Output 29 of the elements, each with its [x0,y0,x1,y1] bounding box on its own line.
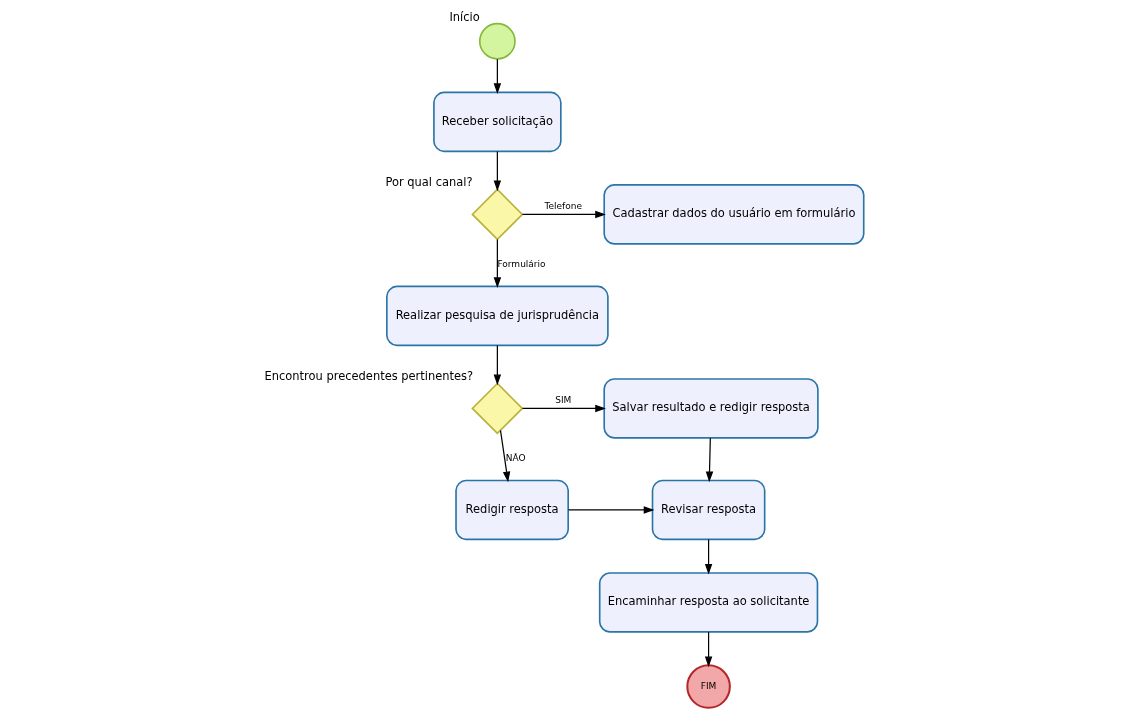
edge-label: NÃO [505,453,526,464]
node-label: Por qual canal? [385,175,473,190]
node-box: Receber solicitação [433,91,562,153]
arrow [493,150,502,192]
node-box: Revisar resposta [651,479,766,541]
arrow [521,404,606,413]
edge-label: Telefone [544,201,583,212]
edge-label: SIM [555,395,572,406]
node-box: Redigir resposta [455,479,569,541]
arrow [704,631,713,668]
node-diamond [471,188,524,241]
node-box: Cadastrar dados do usuário em formulário [603,184,865,245]
node-box: Realizar pesquisa de jurisprudência [386,285,609,347]
node-box: Encaminhar resposta ao solicitante [598,572,819,633]
arrow [521,210,606,219]
edge-label: Formulário [497,259,546,270]
arrow [704,538,713,575]
arrow [705,437,714,483]
node-diamond [471,382,524,435]
arrow [493,238,502,289]
node-circle: FIM [686,664,731,709]
node-box: Salvar resultado e redigir resposta [603,378,819,439]
arrow [493,344,502,386]
node-circle [478,22,516,60]
arrow [493,58,502,94]
arrow [567,506,655,514]
node-label: Encontrou precedentes pertinentes? [264,369,474,384]
arrow [499,429,511,483]
node-label: Início [449,9,480,24]
